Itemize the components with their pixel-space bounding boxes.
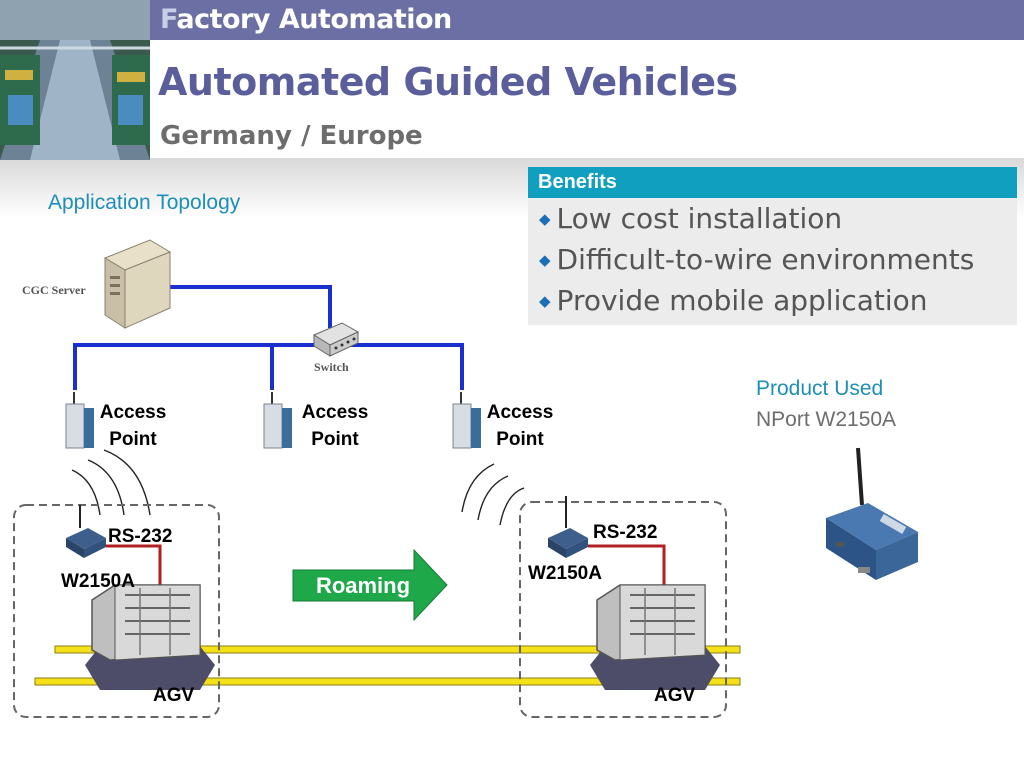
diamond-bullet-icon: ◆: [539, 250, 551, 269]
benefit-text: Difficult-to-wire environments: [556, 243, 975, 276]
switch-label: Switch: [314, 360, 349, 374]
roaming-arrow-icon: [292, 548, 448, 622]
server-icon: [103, 239, 172, 329]
agv-label: AGV: [153, 685, 195, 706]
benefit-text: Provide mobile application: [556, 284, 928, 317]
rs232-label: RS-232: [593, 522, 657, 543]
access-point-label-line2: Point: [496, 429, 544, 450]
access-point-label-line2: Point: [109, 429, 157, 450]
serial-cable: [106, 544, 162, 600]
slide-subtitle: Germany / Europe: [160, 121, 423, 151]
header-title-first-letter: F: [160, 4, 177, 35]
vehicle-group-frame: [13, 504, 220, 718]
w2150a-device-icon: [66, 505, 106, 558]
diamond-bullet-icon: ◆: [539, 209, 551, 228]
benefit-item: ◆ Provide mobile application: [528, 280, 1017, 321]
agv-vehicle-icon: [590, 584, 720, 690]
w2150a-device-icon: [548, 496, 588, 558]
access-point-label-line1: Access: [100, 402, 167, 423]
header-title: Factory Automation: [160, 4, 452, 35]
benefit-item: ◆ Difficult-to-wire environments: [528, 239, 1017, 280]
network-lines: [73, 285, 464, 390]
serial-cable: [588, 544, 666, 600]
server-label: CGC Server: [22, 283, 86, 297]
benefits-heading: Benefits: [528, 167, 1017, 198]
access-point-icon: [263, 392, 292, 449]
rs232-label: RS-232: [108, 526, 172, 547]
access-point-icon: [452, 392, 481, 449]
agv-track: [34, 645, 741, 686]
benefits-box: Benefits ◆ Low cost installation ◆ Difficu…: [528, 167, 1017, 325]
access-point-label-line2: Point: [311, 429, 359, 450]
w2150a-label: W2150A: [528, 563, 602, 584]
topology-label: Application Topology: [48, 191, 241, 214]
product-used-label: Product Used: [756, 377, 884, 400]
access-point-label-line1: Access: [302, 402, 369, 423]
benefit-item: ◆ Low cost installation: [528, 198, 1017, 239]
slide-title: Automated Guided Vehicles: [158, 60, 738, 104]
product-name: NPort W2150A: [756, 408, 897, 431]
roaming-label: Roaming: [316, 573, 410, 598]
nport-device-icon: [826, 447, 918, 580]
agv-vehicle-icon: [85, 584, 215, 690]
header-title-rest: actory Automation: [176, 4, 452, 35]
w2150a-label: W2150A: [61, 571, 135, 592]
wireless-signal-icon: [461, 463, 525, 526]
agv-label: AGV: [654, 685, 696, 706]
benefit-text: Low cost installation: [556, 202, 843, 235]
access-point-label-line1: Access: [487, 402, 554, 423]
switch-icon: [312, 322, 360, 357]
header-bar: [0, 0, 1024, 40]
diamond-bullet-icon: ◆: [539, 291, 551, 310]
vehicle-group-frame: [519, 501, 727, 718]
factory-photo: [0, 0, 150, 160]
access-point-icon: [65, 392, 94, 449]
